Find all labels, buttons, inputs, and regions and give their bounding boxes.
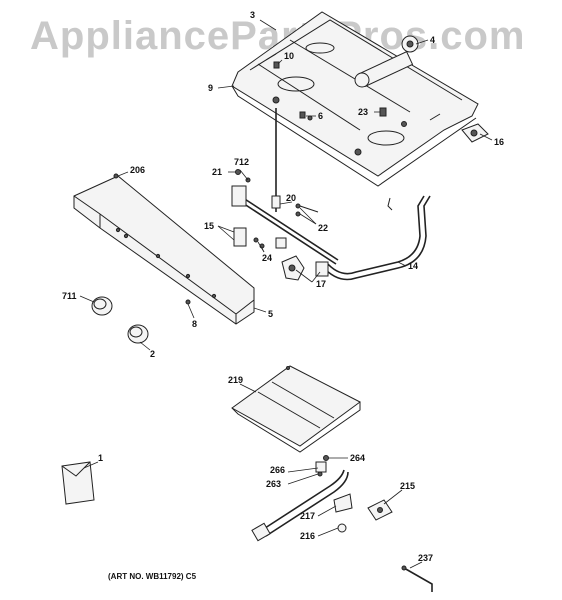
part-label-263: 263 xyxy=(266,479,282,489)
part-label-16: 16 xyxy=(494,137,505,147)
part-label-10: 10 xyxy=(284,51,295,61)
art-number: (ART NO. WB11792) C5 xyxy=(108,572,197,581)
part-label-17: 17 xyxy=(316,279,327,289)
screw-8 xyxy=(185,299,191,305)
part-label-2: 2 xyxy=(150,349,156,359)
part-label-216: 216 xyxy=(300,531,316,541)
part-label-219: 219 xyxy=(228,375,244,385)
part-label-21: 21 xyxy=(212,167,223,177)
control-knob-2 xyxy=(127,324,149,344)
part-label-6: 6 xyxy=(318,111,324,121)
part-label-24: 24 xyxy=(262,253,273,263)
broiler-shield xyxy=(231,365,361,453)
part-label-1: 1 xyxy=(98,453,104,463)
part-label-266: 266 xyxy=(270,465,286,475)
control-knob-711 xyxy=(91,296,113,316)
part-label-264: 264 xyxy=(350,453,366,463)
manifold-valves xyxy=(231,169,393,277)
oven-igniter-bracket xyxy=(367,499,393,521)
top-burner-valve xyxy=(354,35,419,88)
part-label-15: 15 xyxy=(204,221,215,231)
part-label-20: 20 xyxy=(286,193,297,203)
part-label-712: 712 xyxy=(234,157,250,167)
riser-tube xyxy=(271,108,281,212)
screw-206 xyxy=(113,173,119,179)
literature-pack xyxy=(61,461,95,505)
valve-body-17 xyxy=(275,237,305,281)
control-panel xyxy=(73,175,255,325)
part-label-237: 237 xyxy=(418,553,434,563)
frame-fasteners xyxy=(273,61,306,119)
small-fitting xyxy=(379,107,387,117)
part-label-14: 14 xyxy=(408,261,419,271)
part-label-8: 8 xyxy=(192,319,198,329)
oven-burner-tube xyxy=(251,455,353,542)
part-label-206: 206 xyxy=(130,165,146,175)
part-label-5: 5 xyxy=(268,309,274,319)
part-label-217: 217 xyxy=(300,511,316,521)
burner-box-frame xyxy=(231,11,479,187)
manifold-pipe xyxy=(231,191,339,265)
part-label-4: 4 xyxy=(430,35,436,45)
part-label-23: 23 xyxy=(358,107,369,117)
part-label-3: 3 xyxy=(250,10,256,20)
leader-lines xyxy=(79,19,493,569)
part-label-215: 215 xyxy=(400,481,416,491)
rod-237 xyxy=(401,565,433,592)
igniter-bracket xyxy=(461,123,489,143)
part-label-9: 9 xyxy=(208,83,214,93)
part-label-22: 22 xyxy=(318,223,329,233)
part-label-711: 711 xyxy=(62,291,77,301)
